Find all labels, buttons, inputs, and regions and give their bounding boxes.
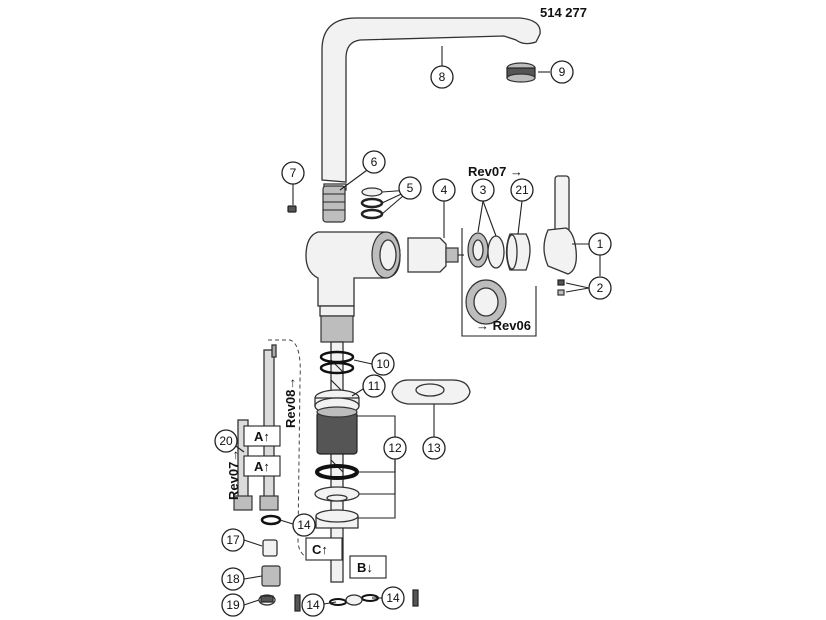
callout-14b: 14 <box>301 593 325 617</box>
svg-text:A↑: A↑ <box>254 459 270 474</box>
svg-text:7: 7 <box>290 166 297 180</box>
handle-screws <box>557 279 565 296</box>
callout-10: 10 <box>371 352 395 376</box>
svg-text:A↑: A↑ <box>254 429 270 444</box>
svg-text:C↑: C↑ <box>312 542 328 557</box>
callout-13: 13 <box>422 436 446 460</box>
svg-text:13: 13 <box>427 441 441 455</box>
lever-handle <box>543 175 577 275</box>
svg-text:11: 11 <box>368 379 381 393</box>
callout-14a: 14 <box>292 513 316 537</box>
label-box-a1: A↑ <box>243 425 281 447</box>
callout-12: 12 <box>383 436 407 460</box>
callout-18: 18 <box>221 567 245 591</box>
callout-21: 21 <box>510 178 534 202</box>
svg-text:6: 6 <box>371 155 378 169</box>
mounting-rings <box>314 464 360 529</box>
callout-11: 11 <box>362 374 386 398</box>
svg-text:19: 19 <box>226 598 240 612</box>
svg-text:14: 14 <box>386 591 400 605</box>
svg-text:17: 17 <box>226 533 240 547</box>
svg-text:8: 8 <box>439 70 446 84</box>
svg-text:10: 10 <box>376 357 390 371</box>
svg-text:18: 18 <box>226 572 240 586</box>
shank-o-rings <box>319 350 355 375</box>
base-plate <box>391 379 471 405</box>
callout-6: 6 <box>362 150 386 174</box>
o-rings <box>360 187 384 220</box>
rev07-side-label: Rev07→ <box>226 449 241 500</box>
rev08-label: Rev08→ <box>283 377 298 428</box>
rev07-label: Rev07 → <box>468 164 523 179</box>
callout-9: 9 <box>550 60 574 84</box>
label-box-a2: A↑ <box>243 455 281 477</box>
rev06-alt-nut <box>461 228 537 337</box>
cartridge <box>407 237 464 273</box>
label-box-b: B↓ <box>349 555 387 579</box>
adapter-18 <box>261 565 281 587</box>
callout-3: 3 <box>471 178 495 202</box>
svg-text:3: 3 <box>480 183 487 197</box>
svg-text:B↓: B↓ <box>357 560 373 575</box>
svg-text:14: 14 <box>297 518 311 532</box>
callout-8: 8 <box>430 65 454 89</box>
svg-text:5: 5 <box>407 181 414 195</box>
callout-1: 1 <box>588 232 612 256</box>
cover-sleeve <box>505 233 531 271</box>
svg-text:14: 14 <box>306 598 320 612</box>
svg-text:9: 9 <box>559 65 566 79</box>
svg-text:2: 2 <box>597 281 604 295</box>
threaded-sleeve <box>316 406 358 455</box>
svg-text:1: 1 <box>597 237 604 251</box>
callout-20: 20 <box>214 429 238 453</box>
svg-text:4: 4 <box>441 183 448 197</box>
leader-lines <box>228 46 601 606</box>
tap-body <box>305 231 401 343</box>
adapter-17 <box>262 539 278 557</box>
nut-19 <box>258 594 276 606</box>
label-box-c: C↑ <box>305 537 343 561</box>
cartridge-nut <box>467 232 505 269</box>
part-number: 514 277 <box>540 5 587 20</box>
svg-text:12: 12 <box>388 441 402 455</box>
svg-text:20: 20 <box>219 434 233 448</box>
callout-7: 7 <box>281 161 305 185</box>
callout-19: 19 <box>221 593 245 617</box>
callout-2: 2 <box>588 276 612 300</box>
svg-text:21: 21 <box>515 183 529 197</box>
thread-insert <box>322 185 346 223</box>
grub-screw <box>287 205 297 213</box>
callout-5: 5 <box>398 176 422 200</box>
callout-4: 4 <box>432 178 456 202</box>
callout-17: 17 <box>221 528 245 552</box>
callout-14c: 14 <box>381 586 405 610</box>
rev06-label: → Rev06 <box>476 318 531 333</box>
aerator <box>506 62 536 83</box>
